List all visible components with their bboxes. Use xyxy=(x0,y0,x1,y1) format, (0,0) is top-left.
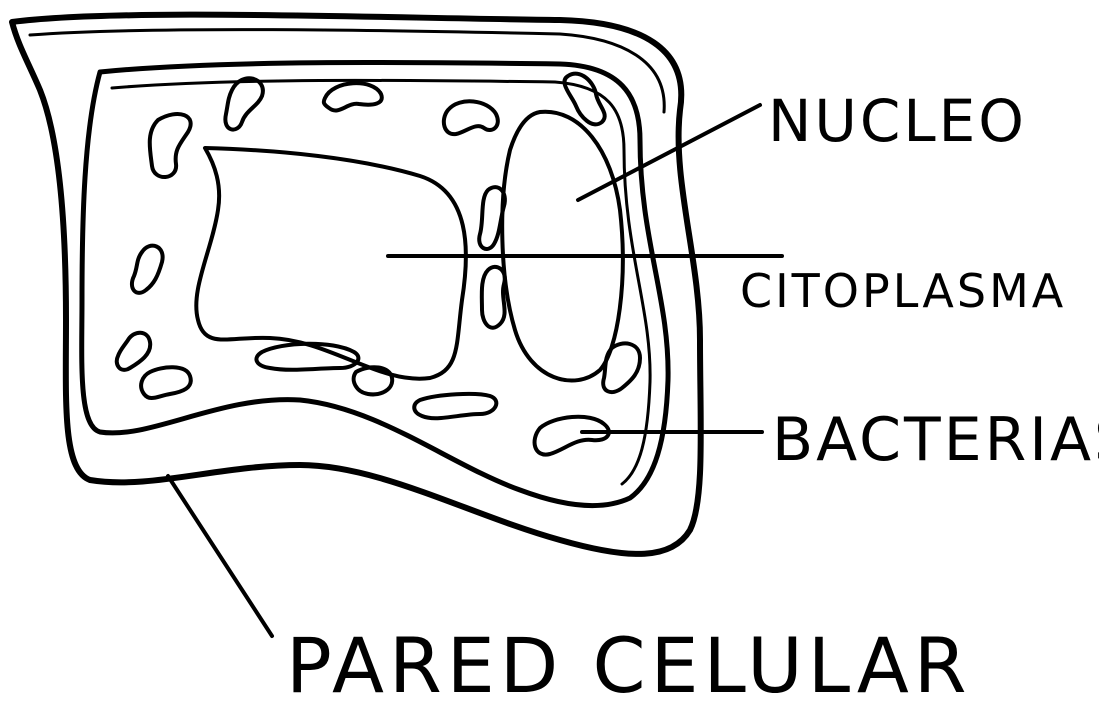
label-nucleo: NUCLEO xyxy=(768,92,1027,150)
bacterium xyxy=(354,367,393,394)
bacterium xyxy=(225,78,263,129)
bacterium xyxy=(117,333,150,370)
bacterium xyxy=(150,114,191,177)
nucleus xyxy=(502,112,623,381)
label-bacterias: BACTERIAS xyxy=(772,410,1099,470)
label-citoplasma: CITOPLASMA xyxy=(740,268,1066,314)
bacteria-group xyxy=(117,74,640,455)
bacterium xyxy=(535,417,609,455)
bacterium xyxy=(324,83,382,110)
bacterium xyxy=(414,394,496,418)
label-pared-celular: PARED CELULAR xyxy=(286,628,972,704)
bacterium xyxy=(482,267,505,328)
bacterium xyxy=(444,101,498,134)
bacterium xyxy=(603,343,640,392)
bacterium xyxy=(132,246,163,293)
leader-line-pared-celular xyxy=(168,476,272,636)
bacterium xyxy=(141,367,191,398)
